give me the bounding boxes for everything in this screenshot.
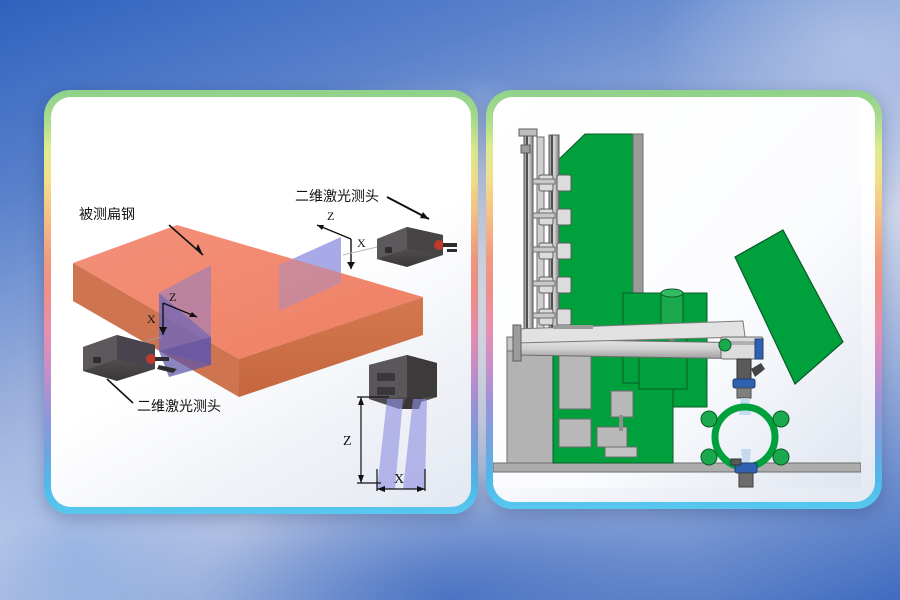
lower-probe-head: [730, 449, 758, 488]
beam-geometry-inset: Z X: [343, 355, 437, 492]
rail-bracket-group: [532, 174, 572, 326]
workpiece-label: 被测扁钢: [79, 207, 135, 223]
measurement-principle-svg: 被测扁钢 二维激光测头 Z X: [73, 188, 457, 492]
lower-laser-fan: [159, 265, 211, 377]
upper-axis-x-label: X: [357, 236, 366, 250]
lower-sensor-group: Z X 二维激光测头: [83, 290, 221, 415]
floor-rail: [493, 462, 861, 473]
upper-sensor-body: [377, 227, 457, 267]
right-panel-canvas: [493, 97, 875, 502]
machine-assembly-svg: [493, 97, 861, 488]
lower-sensor-label: 二维激光测头: [137, 398, 221, 415]
upper-laser-fan-front: [279, 237, 341, 311]
upper-sensor-label: 二维激光测头: [295, 188, 379, 205]
horizontal-measuring-beam: [512, 320, 764, 362]
inset-axis-x-label: X: [394, 472, 404, 487]
lower-axis-z-label: Z: [169, 290, 176, 304]
cabinet-access-panels: [558, 346, 638, 458]
left-panel-card: 被测扁钢 二维激光测头 Z X: [44, 90, 478, 514]
left-panel-canvas: 被测扁钢 二维激光测头 Z X: [51, 97, 471, 507]
inset-sensor-body: [369, 355, 437, 409]
lower-sensor-body: [83, 335, 177, 381]
vertical-rail-column: [518, 128, 560, 348]
right-panel-card: [486, 90, 882, 509]
upper-axis-z-label: Z: [327, 209, 334, 223]
upper-sensor-group: 二维激光测头 Z X: [295, 188, 457, 269]
inset-axis-z-label: Z: [343, 434, 352, 449]
lower-axis-x-label: X: [147, 312, 156, 326]
tilted-green-panel: [734, 229, 844, 385]
workpiece-label-group: 被测扁钢: [79, 207, 204, 256]
